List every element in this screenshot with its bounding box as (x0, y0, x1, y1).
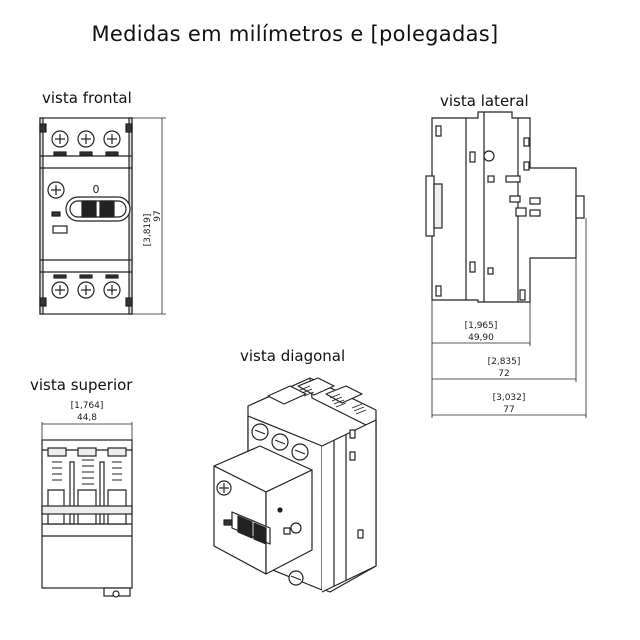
front-top-screws (51, 130, 121, 148)
side-dimension-lines (431, 218, 587, 418)
side-dim1-inches: [1,965] (465, 321, 498, 331)
top-width-mm: 44,8 (77, 413, 97, 423)
top-width-inches: [1,764] (71, 401, 104, 411)
page-title: Medidas em milímetros e [polegadas] (91, 22, 499, 46)
side-dim2-inches: [2,835] (488, 357, 521, 367)
side-dim2-mm: 72 (498, 369, 509, 379)
front-view-drawing: 0 (39, 117, 166, 315)
front-height-dimension (132, 117, 166, 315)
front-height-inches: [3,819] (143, 214, 153, 247)
side-view-label: vista lateral (440, 92, 529, 110)
side-dim1-mm: 49,90 (468, 333, 494, 343)
front-view-label: vista frontal (42, 89, 132, 107)
side-dim3-inches: [3,032] (493, 393, 526, 403)
side-dim3-mm: 77 (503, 405, 514, 415)
diagonal-view-drawing (213, 377, 377, 593)
front-bottom-screws (51, 281, 121, 299)
top-view-drawing (41, 422, 133, 598)
front-height-mm: 97 (153, 210, 163, 221)
diagonal-view-label: vista diagonal (240, 347, 346, 365)
position-indicator: 0 (93, 183, 100, 196)
side-view-drawing (425, 111, 587, 418)
top-view-label: vista superior (30, 376, 133, 394)
